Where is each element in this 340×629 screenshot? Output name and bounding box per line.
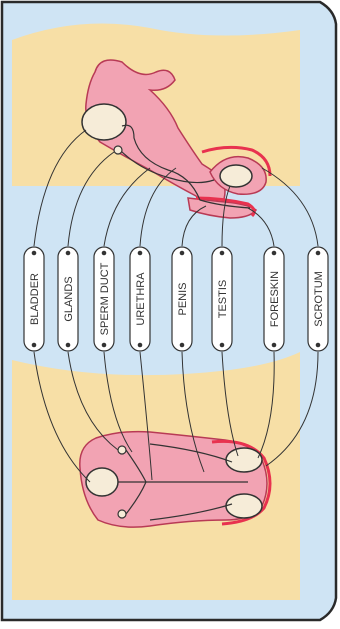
label-scrotum: SCROTUM (308, 247, 328, 351)
label-glands-text: GLANDS (63, 276, 75, 321)
front-view-gland-lower (118, 510, 126, 518)
label-bladder: BLADDER (24, 247, 44, 351)
front-view-gland-upper (118, 446, 126, 454)
label-group: BLADDER GLANDS SPERM DUCT URETHRA PENIS (24, 247, 328, 351)
side-view-bladder (82, 104, 126, 140)
side-view-gland (114, 146, 122, 154)
label-sperm-duct: SPERM DUCT (94, 247, 114, 351)
label-scrotum-text: SCROTUM (313, 271, 325, 327)
label-bladder-text: BLADDER (29, 273, 41, 325)
label-urethra: URETHRA (130, 247, 150, 351)
label-testis-text: TESTIS (217, 280, 229, 319)
label-penis-text: PENIS (177, 282, 189, 315)
label-urethra-text: URETHRA (135, 272, 147, 326)
label-glands: GLANDS (58, 247, 78, 351)
front-view-testis-lower (226, 494, 262, 518)
side-view-testis (220, 165, 252, 187)
front-view-bladder (86, 468, 118, 496)
label-foreskin-text: FORESKIN (269, 271, 281, 327)
label-testis: TESTIS (212, 247, 232, 351)
label-sperm-duct-text: SPERM DUCT (99, 262, 111, 335)
label-foreskin: FORESKIN (264, 247, 284, 351)
front-view-testis-upper (226, 448, 262, 472)
label-penis: PENIS (172, 247, 192, 351)
front-view-organs (80, 432, 270, 528)
